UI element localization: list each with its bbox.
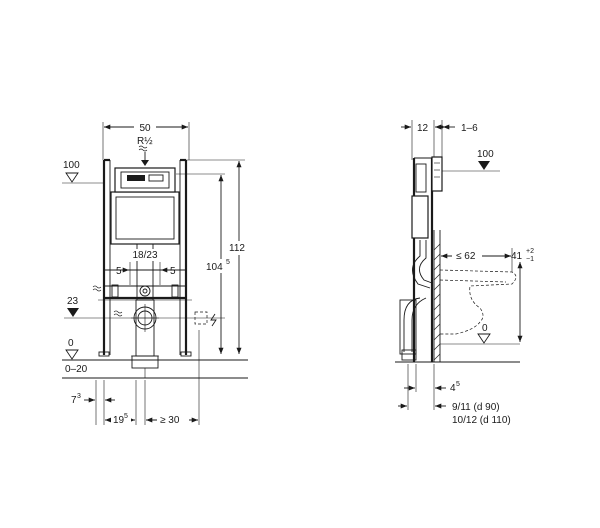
height-total-label: 112 [229,243,245,254]
offset-right-label: 5 [170,266,176,277]
side-bottom-dimensions: 4 5 9/11 (d 90) 10/12 (d 110) [398,364,511,426]
level-reference-23: 23 [64,296,225,319]
pipe-dim-2-label: 10/12 (d 110) [452,415,511,426]
top-depth-dimensions: 12 1–6 [401,120,478,160]
water-connection-icon [92,285,123,317]
side-flush-plate [431,156,443,192]
side-level-100-label: 100 [477,149,494,160]
dim-right-label: ≥ 30 [160,415,180,426]
side-cistern [411,195,429,239]
offset-bottom-sup: 5 [456,381,460,388]
level-reference-0: 0 0–20 [62,338,248,379]
electric-socket-icon [194,311,217,327]
dim-left-label: 7 [71,395,77,406]
supply-label: R½ [137,136,153,147]
level-100-label: 100 [63,160,80,171]
side-level-100: 100 [442,149,500,172]
offset-left-label: 5 [116,266,122,277]
offset-top-label: 1–6 [461,123,478,134]
dim-mid-label: 19 [113,415,125,426]
water-supply: R½ [137,136,153,166]
dim-left-sup: 3 [77,393,81,400]
spacing-label: 18/23 [132,250,157,261]
floor-range-label: 0–20 [65,364,88,375]
width-label: 50 [139,123,151,134]
side-level-0: 0 [440,323,520,345]
toilet-bowl [439,269,517,335]
offset-bottom-label: 4 [450,383,456,394]
side-level-0-label: 0 [482,323,488,334]
bowl-tol-plus: +2 [526,248,534,255]
height-inner-sup: 5 [226,259,230,266]
front-view: 50 R½ [62,121,251,426]
depth-top-label: 12 [417,123,429,134]
bowl-tol-minus: −1 [526,256,534,263]
height-dimensions: 112 104 5 [176,159,251,354]
bowl-dimensions: ≤ 62 41 +2 −1 [441,248,534,342]
level-23-label: 23 [67,296,79,307]
bowl-height-label: 41 [511,251,523,262]
cistern [110,191,180,245]
spacing-dimension: 18/23 5 5 [116,249,176,285]
level-0-label: 0 [68,338,74,349]
bowl-depth-label: ≤ 62 [456,251,476,262]
side-view: 12 1–6 [395,120,534,426]
dim-mid-sup: 5 [124,413,128,420]
bottom-dimensions: 7 3 19 5 ≥ 30 [71,330,200,426]
level-reference-100: 100 [62,160,104,184]
side-frame [395,156,520,363]
pipe-dim-1-label: 9/11 (d 90) [452,402,500,413]
wall-hatch [433,243,441,361]
height-inner-label: 104 [206,262,223,273]
width-dimension: 50 [102,121,190,160]
wall-frame [98,158,192,378]
